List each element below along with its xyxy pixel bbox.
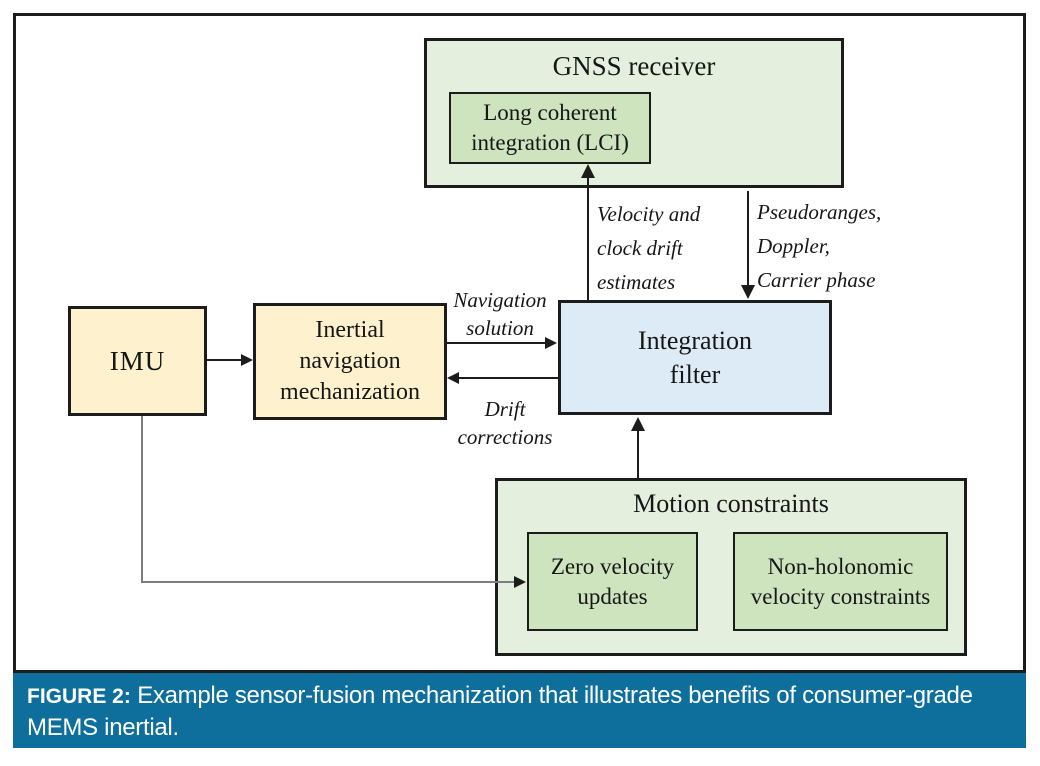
arrow-line — [637, 429, 639, 478]
inertial-navigation-mechanization-box: Inertial navigation mechanization — [253, 303, 447, 420]
figure-caption-bar: FIGURE 2: Example sensor-fusion mechaniz… — [13, 673, 1026, 748]
label-navigation-solution: Navigation solution — [453, 288, 547, 340]
imu-box: IMU — [68, 306, 207, 416]
arrow-line — [458, 377, 558, 379]
motion-constraints-title: Motion constraints — [633, 489, 829, 518]
gnss-receiver-title: GNSS receiver — [552, 51, 716, 81]
arrowhead-right-icon — [545, 337, 557, 349]
arrow-line — [447, 342, 547, 344]
arrow-line — [207, 359, 243, 361]
arrow-line — [587, 176, 589, 300]
arrow-line-vertical — [141, 416, 143, 583]
arrow-line-horizontal — [141, 581, 515, 583]
zero-velocity-updates-box: Zero velocity updates — [527, 532, 698, 631]
arrowhead-right-icon — [241, 354, 253, 366]
integration-filter-box: Integration filter — [558, 300, 832, 415]
figure-caption-text: Example sensor-fusion mechanization that… — [27, 682, 973, 741]
arrowhead-down-icon — [741, 285, 755, 299]
arrowhead-up-icon — [631, 417, 645, 431]
arrowhead-left-icon — [447, 372, 459, 384]
arrow-line — [747, 191, 749, 286]
non-holonomic-velocity-constraints-box: Non-holonomic velocity constraints — [733, 532, 948, 631]
arrowhead-up-icon — [581, 164, 595, 178]
label-pseudoranges-doppler-carrier-phase: Pseudoranges, Doppler, Carrier phase — [757, 200, 882, 292]
lci-box: Long coherent integration (LCI) — [449, 92, 651, 164]
label-drift-corrections: Drift corrections — [457, 397, 553, 449]
arrowhead-right-icon — [514, 576, 526, 588]
figure-number-label: FIGURE 2: — [27, 685, 131, 708]
label-velocity-clock-drift-estimates: Velocity and clock drift estimates — [597, 202, 701, 294]
